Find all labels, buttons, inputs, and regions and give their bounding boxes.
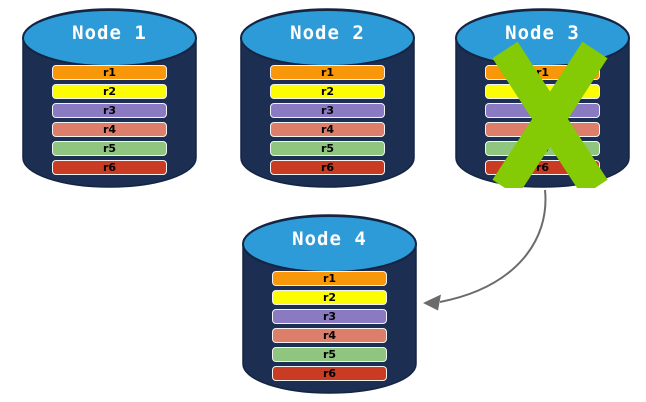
partition-r5: r5	[52, 141, 167, 156]
partition-label: r2	[102, 85, 117, 98]
partition-label: r4	[320, 123, 335, 136]
partition-label: r1	[320, 66, 335, 79]
partition-label: r4	[322, 329, 337, 342]
partition-label: r6	[322, 367, 337, 380]
partition-r1: r1	[270, 65, 385, 80]
partition-list: r1 r2 r3 r4 r5 r6	[52, 65, 167, 179]
partition-label: r6	[535, 161, 550, 174]
partition-r6: r6	[272, 366, 387, 381]
partition-label: r2	[320, 85, 335, 98]
node-3: Node 3 r1 r2 r3 r4 r5 r6	[455, 8, 630, 188]
partition-r5: r5	[270, 141, 385, 156]
node-2: Node 2 r1 r2 r3 r4 r5 r6	[240, 8, 415, 188]
partition-label: r1	[102, 66, 117, 79]
partition-r6: r6	[270, 160, 385, 175]
partition-r2: r2	[52, 84, 167, 99]
partition-r3: r3	[270, 103, 385, 118]
node-title: Node 1	[72, 22, 147, 44]
partition-r3: r3	[272, 309, 387, 324]
partition-label: r1	[535, 66, 550, 79]
partition-label: r3	[102, 104, 117, 117]
node-title: Node 4	[292, 228, 367, 250]
partition-label: r2	[322, 291, 337, 304]
partition-label: r1	[322, 272, 337, 285]
node-title: Node 3	[505, 22, 580, 44]
partition-r3: r3	[52, 103, 167, 118]
node-1: Node 1 r1 r2 r3 r4 r5 r6	[22, 8, 197, 188]
x-mark-icon	[492, 41, 608, 188]
node-4: Node 4 r1 r2 r3 r4 r5 r6	[242, 214, 417, 394]
partition-list: r1 r2 r3 r4 r5 r6	[270, 65, 385, 179]
partition-label: r6	[320, 161, 335, 174]
partition-r2: r2	[270, 84, 385, 99]
partition-r4: r4	[270, 122, 385, 137]
partition-r1: r1	[272, 271, 387, 286]
partition-r4: r4	[272, 328, 387, 343]
partition-list: r1 r2 r3 r4 r5 r6	[272, 271, 387, 385]
partition-r5: r5	[272, 347, 387, 362]
partition-r6: r6	[52, 160, 167, 175]
node-title: Node 2	[290, 22, 365, 44]
arrowhead-icon	[423, 294, 441, 311]
partition-r4: r4	[52, 122, 167, 137]
partition-label: r5	[322, 348, 337, 361]
partition-label: r3	[322, 310, 337, 323]
partition-label: r5	[102, 142, 117, 155]
partition-label: r6	[102, 161, 117, 174]
partition-label: r5	[320, 142, 335, 155]
partition-r2: r2	[272, 290, 387, 305]
partition-label: r3	[320, 104, 335, 117]
partition-label: r4	[102, 123, 117, 136]
partition-r1: r1	[52, 65, 167, 80]
